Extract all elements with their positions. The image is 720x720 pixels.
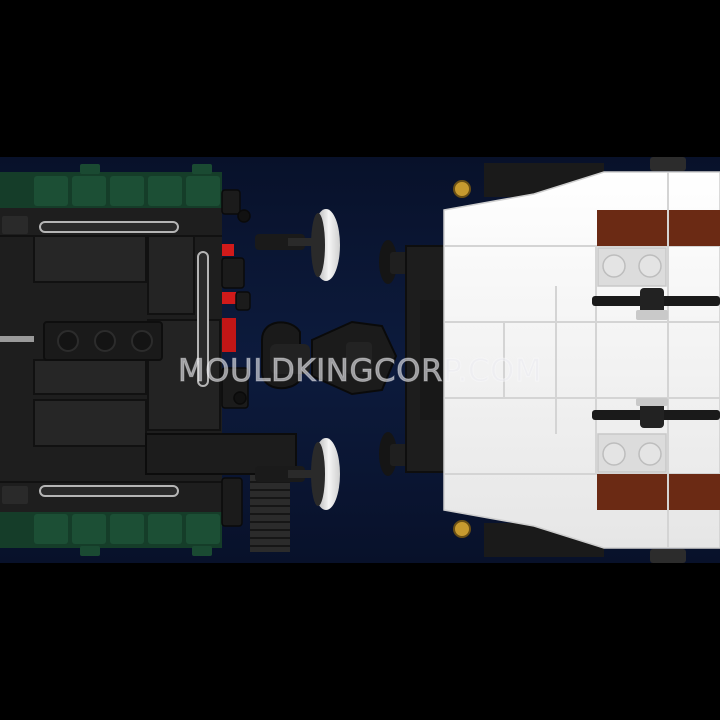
- green-top-studs: [0, 164, 222, 210]
- coupler-right: [311, 320, 398, 396]
- buffer-top: [255, 209, 340, 281]
- coach-handle-top: [592, 288, 720, 320]
- brown-tiles: [597, 210, 720, 510]
- locomotive: [0, 164, 340, 556]
- buffer-bottom: [255, 438, 340, 510]
- brass-rivet: [453, 180, 471, 198]
- brass-rivet: [453, 520, 471, 538]
- handrail-top: [39, 221, 179, 233]
- ribbed-block: [250, 474, 290, 552]
- coupler-left: [261, 321, 310, 390]
- coach-handle-bottom: [592, 398, 720, 428]
- handrail-bottom: [39, 485, 179, 497]
- red-detail-pieces: [222, 244, 236, 352]
- handrail-vertical: [197, 251, 209, 387]
- coach-studs: [597, 247, 667, 473]
- stud-plate: [0, 321, 163, 361]
- coach: [311, 157, 720, 563]
- green-bottom-studs: [0, 510, 222, 556]
